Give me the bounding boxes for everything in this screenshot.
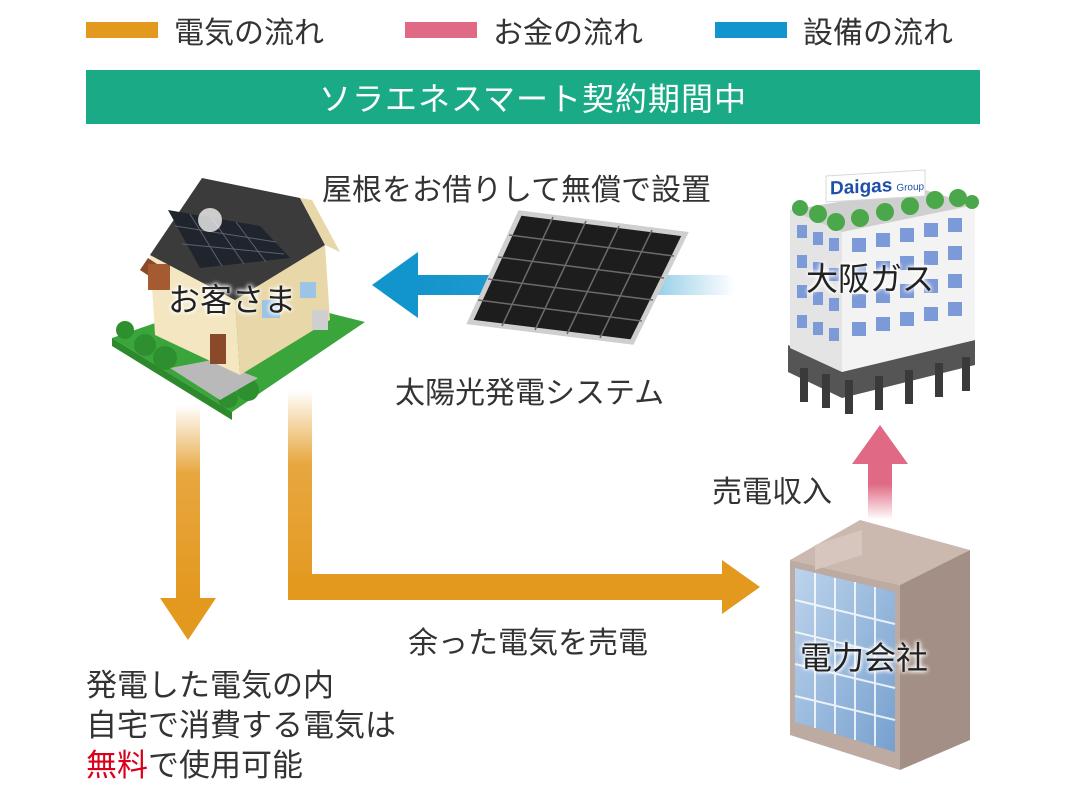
note-line-3-rest: で使用可能 bbox=[148, 748, 303, 784]
free-highlight: 無料 bbox=[86, 748, 148, 784]
daigas-logo-sub: Group bbox=[896, 181, 925, 195]
power-company-building bbox=[790, 520, 970, 770]
note-line-1: 発電した電気の内 bbox=[86, 668, 334, 704]
customer-label: お客さま bbox=[168, 281, 297, 319]
banner-label: ソラエネスマート契約期間中 bbox=[318, 80, 748, 118]
legend-item-money: お金の流れ bbox=[405, 12, 643, 51]
osaka-gas-building bbox=[788, 169, 979, 414]
legend-label: 電気の流れ bbox=[174, 16, 324, 51]
legend-item-equipment: 設備の流れ bbox=[715, 12, 953, 51]
surplus-sale-label: 余った電気を売電 bbox=[408, 626, 648, 661]
legend-label: 設備の流れ bbox=[803, 16, 953, 51]
roof-caption: 屋根をお借りして無償で設置 bbox=[322, 173, 712, 208]
house-illustration bbox=[112, 178, 365, 420]
surplus-sale-arrow bbox=[288, 390, 760, 614]
daigas-logo-text: Daigas bbox=[830, 175, 893, 200]
legend-item-electricity: 電気の流れ bbox=[86, 12, 324, 51]
solar-system-label: 太陽光発電システム bbox=[395, 376, 665, 411]
power-company-label: 電力会社 bbox=[800, 639, 929, 677]
note-line-2: 自宅で消費する電気は bbox=[86, 708, 396, 744]
note-line-3: 無料で使用可能 bbox=[86, 746, 396, 786]
legend-swatch bbox=[715, 22, 787, 38]
sales-income-label: 売電収入 bbox=[712, 475, 832, 510]
osaka-gas-label: 大阪ガス bbox=[806, 260, 935, 298]
free-usage-note: 発電した電気の内 自宅で消費する電気は 無料で使用可能 bbox=[86, 666, 396, 786]
daigas-sign: Daigas Group bbox=[830, 174, 925, 203]
legend-label: お金の流れ bbox=[493, 16, 643, 51]
contract-period-banner: ソラエネスマート契約期間中 bbox=[86, 70, 980, 124]
sales-income-arrow bbox=[852, 425, 908, 520]
solar-panel bbox=[466, 210, 689, 345]
legend-swatch bbox=[86, 22, 158, 38]
self-consumption-arrow bbox=[160, 405, 216, 640]
legend-swatch bbox=[405, 22, 477, 38]
